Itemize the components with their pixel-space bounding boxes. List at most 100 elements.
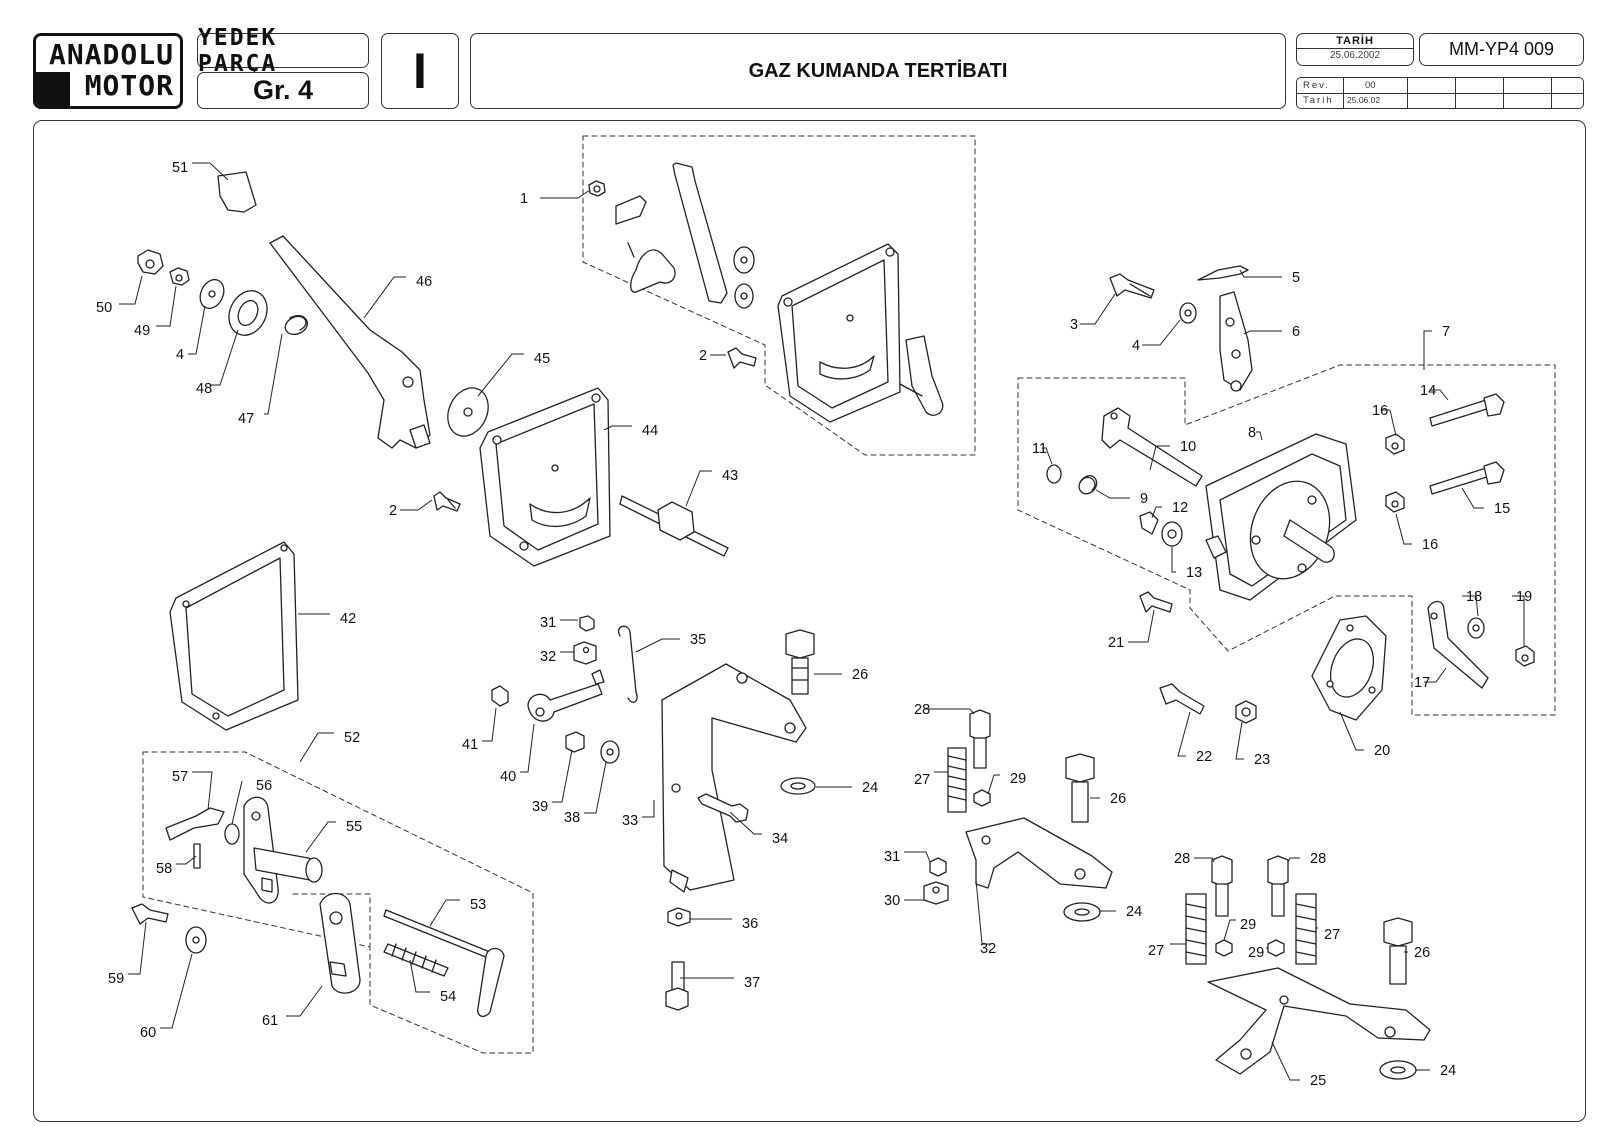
collar-part-30 — [923, 881, 949, 905]
washer-part-4-right — [1179, 302, 1197, 324]
leader-lines — [119, 162, 1525, 1081]
page-title: GAZ KUMANDA TERTİBATI — [470, 33, 1286, 109]
part-number-p25: 25 — [1310, 1073, 1326, 1089]
part-number-p55: 55 — [346, 819, 362, 835]
screw-part-2-left — [433, 491, 461, 512]
nut-part-1a — [588, 180, 606, 197]
part-number-p20: 20 — [1374, 743, 1390, 759]
spacer-part-28-left — [1211, 855, 1233, 917]
part-number-p49: 49 — [134, 323, 150, 339]
part-number-p5: 5 — [1292, 270, 1300, 286]
nut-part-23 — [1235, 700, 1257, 724]
part-number-p28b: 28 — [1174, 851, 1190, 867]
revision-col-divider — [1551, 78, 1552, 108]
part-number-p57: 57 — [172, 769, 188, 785]
part-number-p48: 48 — [196, 381, 212, 397]
rod-part-53 — [383, 909, 505, 1017]
part-number-p23: 23 — [1254, 752, 1270, 768]
rev-date-label: Tarih — [1303, 95, 1334, 106]
part-number-p40: 40 — [500, 769, 516, 785]
subassembly-52-outline — [142, 751, 534, 1054]
part-number-p11: 11 — [1032, 441, 1047, 457]
bolt-part-14 — [1429, 393, 1505, 427]
part-number-p8: 8 — [1248, 425, 1256, 441]
pin-part-1e — [627, 242, 635, 258]
shaft-part-10 — [1101, 407, 1203, 487]
part-number-p19: 19 — [1516, 589, 1532, 605]
part-number-p27c: 27 — [1324, 927, 1340, 943]
cup-part-48 — [228, 290, 268, 336]
washer-part-60 — [185, 926, 207, 954]
part-number-p33: 33 — [622, 813, 638, 829]
lever-part-17 — [1427, 600, 1489, 689]
bushing-part-39 — [565, 731, 585, 753]
revision-table: Rev. 00 Tarih 25.06.02 — [1296, 77, 1584, 109]
ring-part-56 — [224, 823, 240, 845]
rod-part-1c — [672, 162, 728, 304]
washer-part-45 — [447, 387, 489, 437]
part-number-p53: 53 — [470, 897, 486, 913]
revision-row-divider — [1297, 93, 1583, 94]
screw-part-21 — [1139, 591, 1173, 613]
collar-part-32-top — [573, 641, 597, 665]
part-number-p32a: 32 — [540, 649, 556, 665]
volume-number: I — [381, 33, 459, 109]
part-number-p60: 60 — [140, 1025, 156, 1041]
part-number-p13: 13 — [1186, 565, 1202, 581]
nut-part-50 — [137, 249, 164, 275]
part-number-p31a: 31 — [540, 615, 556, 631]
nut-part-16-bottom — [1385, 491, 1405, 513]
washer-part-24-bottom — [1379, 1060, 1417, 1080]
part-number-p14: 14 — [1420, 383, 1436, 399]
part-number-p9: 9 — [1140, 491, 1148, 507]
date-divider — [1297, 48, 1413, 49]
screw-part-31-center — [929, 857, 947, 877]
subassembly-52-inner — [292, 893, 371, 953]
part-number-p59: 59 — [108, 971, 124, 987]
washer-part-24-center — [780, 777, 816, 795]
spring-part-54 — [383, 943, 449, 977]
part-number-p42: 42 — [340, 611, 356, 627]
part-number-p41: 41 — [462, 737, 478, 753]
bolt-part-22 — [1159, 683, 1205, 715]
nut-part-36 — [667, 907, 691, 927]
ring-part-11 — [1046, 464, 1062, 484]
part-number-p1: 1 — [520, 191, 528, 207]
part-number-p24b: 24 — [1126, 904, 1142, 920]
cover-part-44 — [479, 387, 611, 567]
part-number-p26a: 26 — [852, 667, 868, 683]
shaft-plate-part-55 — [243, 796, 323, 904]
gasket-part-20 — [1311, 615, 1387, 721]
adjuster-part-43 — [619, 495, 729, 557]
nut-part-29-right — [1267, 939, 1285, 957]
part-number-p24a: 24 — [862, 780, 878, 796]
part-number-p27a: 27 — [914, 772, 930, 788]
part-number-p21: 21 — [1108, 635, 1124, 651]
spring-part-35 — [617, 625, 638, 703]
cap-screw-part-26-mid — [1065, 753, 1095, 823]
part-number-p4a: 4 — [176, 347, 184, 363]
rev-date-value: 25.06.02 — [1347, 95, 1381, 105]
logo-black-square — [36, 72, 70, 106]
section-title: YEDEK PARÇA — [197, 25, 369, 77]
nut-part-41 — [491, 685, 509, 707]
nut-part-19 — [1515, 645, 1535, 667]
spacer-part-28-right — [1267, 855, 1289, 917]
cover-part-1g — [777, 243, 901, 423]
stud-part-37 — [665, 961, 689, 1011]
anadolu-motor-logo: ANADOLU MOTOR — [33, 33, 183, 109]
part-number-p10: 10 — [1180, 439, 1196, 455]
part-number-p39: 39 — [532, 799, 548, 815]
subassembly-outlines — [142, 135, 1556, 1054]
part-number-p47: 47 — [238, 411, 254, 427]
part-number-p28c: 28 — [1310, 851, 1326, 867]
date-value: 25.06.2002 — [1329, 50, 1381, 61]
part-number-p4b: 4 — [1132, 338, 1140, 354]
revision-col-divider — [1455, 78, 1456, 108]
part-number-p3: 3 — [1070, 317, 1078, 333]
bracket-part-6 — [1219, 291, 1253, 392]
part-number-p30: 30 — [884, 893, 900, 909]
cap-screw-part-26-center — [785, 629, 815, 695]
revision-col-divider — [1407, 78, 1408, 108]
